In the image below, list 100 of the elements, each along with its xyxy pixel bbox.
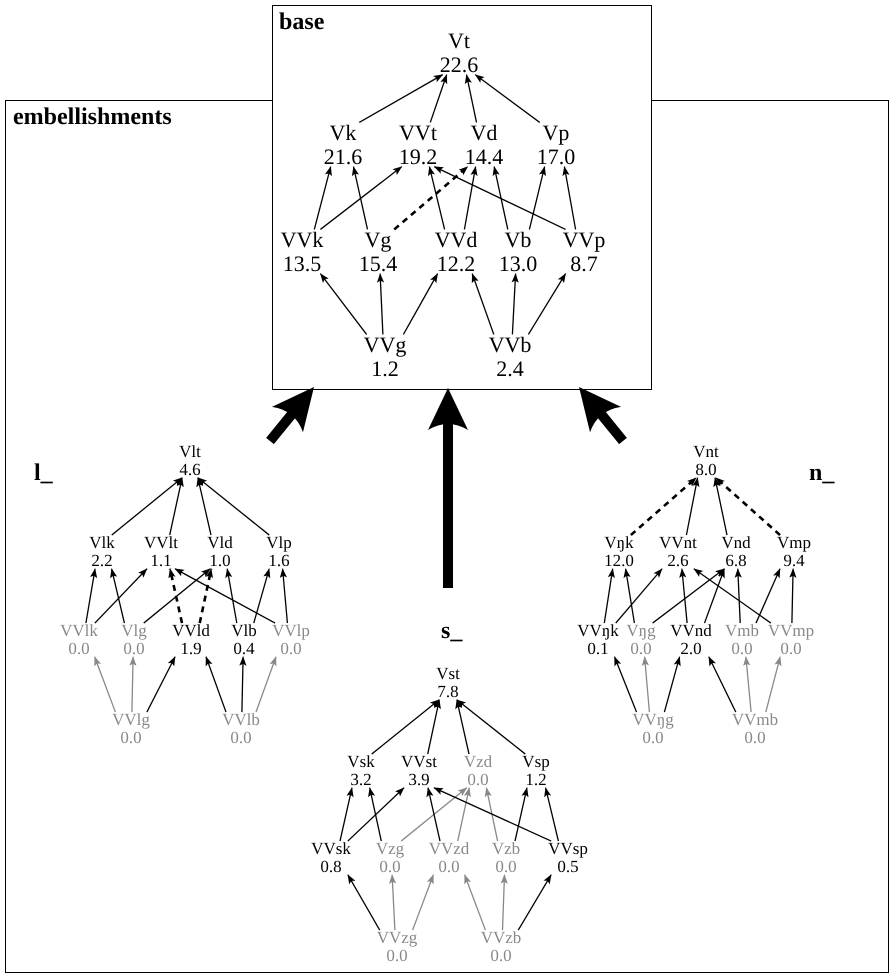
variable-label: VVld bbox=[172, 622, 210, 640]
value-label: 3.9 bbox=[407, 770, 431, 789]
arrow bbox=[492, 166, 508, 230]
group-label: l_ bbox=[34, 461, 53, 485]
arrow bbox=[339, 787, 354, 842]
variable-label: Vlk bbox=[89, 534, 115, 552]
variable-label: VVnd bbox=[670, 622, 712, 640]
arrow bbox=[457, 787, 471, 842]
variable-label: VVzd bbox=[428, 840, 470, 858]
value-label: 0.0 bbox=[280, 640, 302, 658]
arrow bbox=[430, 74, 448, 123]
arrow bbox=[376, 273, 384, 334]
value-label: 0.0 bbox=[466, 770, 490, 789]
variable-label: VVlp bbox=[272, 622, 310, 640]
value-label: 0.0 bbox=[123, 640, 145, 658]
value-label: 17.0 bbox=[536, 144, 576, 168]
variable-label: VVb bbox=[488, 333, 532, 357]
arrow bbox=[197, 477, 270, 536]
arrow bbox=[239, 656, 246, 712]
arrow bbox=[196, 477, 212, 536]
value-label: 0.5 bbox=[557, 858, 579, 876]
value-label: 12.0 bbox=[604, 552, 634, 570]
arrow bbox=[664, 656, 681, 712]
arrow bbox=[111, 477, 183, 536]
arrow bbox=[474, 74, 540, 123]
arrow bbox=[652, 568, 725, 624]
value-label: 7.8 bbox=[436, 682, 460, 701]
variable-label: VVg bbox=[364, 333, 406, 357]
arrow bbox=[693, 568, 772, 624]
variable-label: Vt bbox=[447, 29, 471, 53]
arrow bbox=[146, 656, 176, 712]
value-label: 1.1 bbox=[149, 552, 173, 570]
arrow bbox=[402, 273, 438, 335]
arrow bbox=[388, 874, 396, 930]
group-label: n_ bbox=[809, 461, 834, 485]
arrow bbox=[428, 166, 446, 230]
value-label: 1.2 bbox=[525, 770, 547, 789]
value-label: 0.0 bbox=[386, 946, 408, 965]
variable-label: Vlg bbox=[121, 622, 147, 640]
variable-label: Vb bbox=[504, 228, 532, 252]
arrow bbox=[320, 166, 402, 230]
variable-label: VVlk bbox=[60, 622, 98, 640]
variable-label: VVt bbox=[398, 121, 438, 145]
variable-label: VVd bbox=[434, 228, 478, 252]
variable-label: Vsk bbox=[347, 753, 375, 771]
variable-label: Vsp bbox=[522, 753, 550, 771]
arrow bbox=[604, 568, 615, 624]
arrow bbox=[314, 166, 332, 230]
value-label: 0.0 bbox=[489, 946, 513, 965]
group-box bbox=[272, 5, 652, 390]
value-label: 15.4 bbox=[358, 252, 398, 275]
value-label: 8.0 bbox=[694, 460, 718, 479]
variable-label: VVzg bbox=[376, 929, 418, 947]
variable-label: Vnt bbox=[693, 443, 719, 461]
group-label: s_ bbox=[441, 619, 462, 643]
value-label: 13.5 bbox=[282, 252, 322, 275]
value-label: 2.2 bbox=[90, 552, 114, 570]
variable-label: Vlb bbox=[231, 622, 257, 640]
arrow bbox=[544, 787, 560, 842]
value-label: 2.6 bbox=[666, 552, 690, 570]
arrow bbox=[518, 874, 552, 930]
variable-label: Vlt bbox=[179, 443, 201, 461]
arrow bbox=[198, 568, 213, 624]
value-label: 9.4 bbox=[783, 552, 805, 570]
arrow bbox=[686, 477, 700, 536]
arrow bbox=[434, 787, 552, 842]
arrow bbox=[347, 787, 404, 842]
arrow bbox=[427, 699, 441, 754]
value-label: 1.6 bbox=[268, 552, 290, 570]
value-label: 22.6 bbox=[440, 52, 478, 76]
arrow bbox=[85, 568, 98, 624]
variable-label: VVmp bbox=[768, 622, 814, 640]
arrow bbox=[630, 476, 698, 536]
arrow bbox=[713, 477, 728, 536]
variable-label: VVŋg bbox=[632, 711, 674, 729]
arrow bbox=[714, 476, 781, 536]
arrow bbox=[455, 699, 470, 754]
arrow bbox=[734, 568, 742, 624]
arrow bbox=[514, 787, 529, 842]
arrow bbox=[789, 568, 796, 624]
value-label: 8.7 bbox=[570, 252, 598, 275]
arrow bbox=[143, 568, 211, 624]
value-label: 1.9 bbox=[179, 640, 203, 658]
value-label: 0.0 bbox=[67, 640, 91, 658]
arrow bbox=[412, 874, 434, 930]
value-label: 4.6 bbox=[179, 460, 201, 479]
value-label: 21.6 bbox=[324, 144, 362, 168]
arrow bbox=[614, 656, 638, 712]
value-label: 0.0 bbox=[494, 858, 518, 876]
arrow bbox=[205, 656, 227, 712]
arrow bbox=[352, 166, 368, 230]
arrow bbox=[129, 656, 136, 712]
value-label: 6.8 bbox=[724, 552, 748, 570]
group-label: embellishments bbox=[13, 105, 172, 129]
arrow bbox=[168, 568, 184, 624]
arrow bbox=[704, 568, 725, 624]
arrow bbox=[679, 568, 688, 624]
variable-label: VVlb bbox=[222, 711, 260, 729]
arrow bbox=[484, 787, 498, 842]
variable-label: Vzd bbox=[464, 753, 492, 771]
